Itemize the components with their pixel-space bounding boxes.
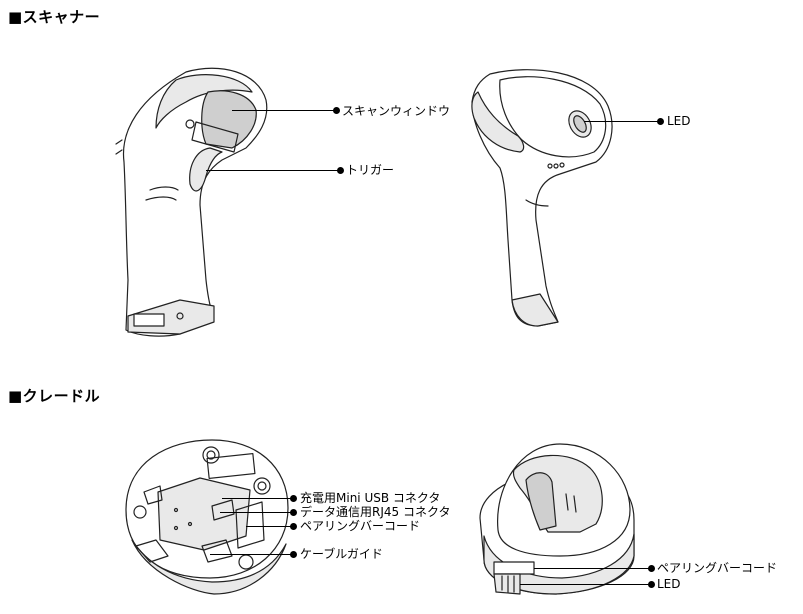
scan-window-marker [333, 107, 340, 114]
pairing-cradle-marker [648, 565, 655, 572]
pairing-cradle-label: ペアリングバーコード [657, 561, 778, 575]
rj45-label: データ通信用RJ45 コネクタ [300, 505, 451, 519]
cradle-led-label: LED [657, 577, 681, 591]
cradle-led-leader-line [520, 584, 650, 585]
scanner-led-leader-line [584, 121, 660, 122]
pairing-cradle-leader-line [534, 568, 650, 569]
scanner-led-label: LED [667, 114, 691, 128]
pairing-bottom-leader-line [246, 526, 292, 527]
pairing-bottom-label: ペアリングバーコード [300, 519, 421, 533]
cable-guide-label: ケーブルガイド [300, 547, 383, 561]
cradle-section-title: ■クレードル [8, 387, 101, 405]
trigger-label: トリガー [346, 163, 395, 177]
rj45-leader-line [220, 512, 292, 513]
pairing-bottom-marker [290, 523, 297, 530]
cradle-top-illustration [479, 443, 635, 595]
cable-guide-marker [290, 551, 297, 558]
scan-window-label: スキャンウィンドウ [342, 104, 451, 118]
cradle-led-marker [648, 581, 655, 588]
scan-window-leader-line [232, 110, 334, 111]
rj45-marker [290, 509, 297, 516]
cradle-bottom-illustration [125, 439, 289, 595]
cable-guide-leader-line [210, 554, 292, 555]
scanner-front-illustration [115, 67, 268, 337]
scanner-section-title: ■スキャナー [8, 8, 101, 26]
mini-usb-leader-line [222, 498, 292, 499]
scanner-back-illustration [471, 69, 613, 327]
trigger-marker [337, 167, 344, 174]
trigger-leader-line [206, 170, 338, 171]
scanner-led-marker [657, 118, 664, 125]
mini-usb-label: 充電用Mini USB コネクタ [300, 491, 441, 505]
mini-usb-marker [290, 495, 297, 502]
